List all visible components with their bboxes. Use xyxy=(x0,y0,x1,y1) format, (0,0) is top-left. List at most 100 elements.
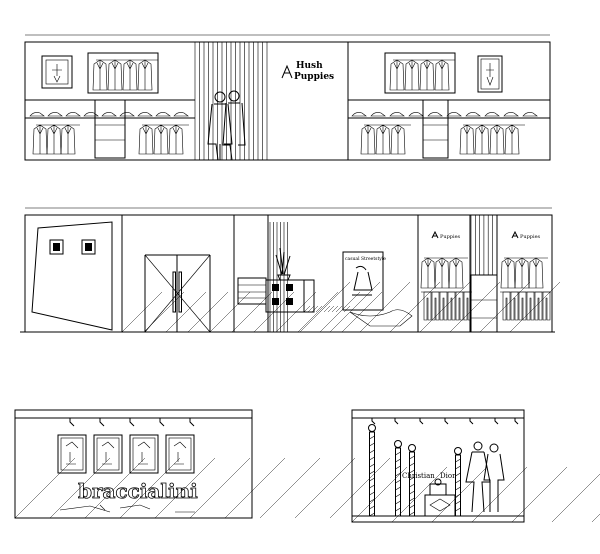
shirt-group xyxy=(420,257,468,289)
glass-hatching xyxy=(299,281,561,333)
shoe xyxy=(522,112,538,117)
artwork-inner xyxy=(132,437,156,471)
hanging-shirt xyxy=(434,59,450,91)
elevation-top: Hush Puppies xyxy=(24,34,551,161)
hatch-line xyxy=(479,281,531,333)
hatch-line xyxy=(303,305,311,313)
hatch-line xyxy=(551,473,600,523)
elevation-middle: casual Streetstyle Puppies Puppies xyxy=(20,207,561,333)
shoe xyxy=(119,112,135,117)
door-diagonals xyxy=(144,254,211,333)
glass-entrance xyxy=(121,214,235,333)
floor-bags xyxy=(59,504,195,513)
hanging-shirt xyxy=(137,59,153,91)
brand-word-christian: Christian xyxy=(402,472,435,480)
pole-cap xyxy=(394,440,402,448)
pole-stripe xyxy=(409,455,415,460)
shoe xyxy=(427,112,443,117)
elevation-bottom-right-frame xyxy=(351,409,525,523)
hatch-line xyxy=(391,466,448,523)
hanging-pants xyxy=(431,291,440,321)
shoe xyxy=(503,112,519,117)
hanging-shirt xyxy=(504,124,520,155)
pole-stripe xyxy=(409,469,415,474)
shirt-group xyxy=(32,124,80,155)
spotlight xyxy=(189,418,195,427)
shoe xyxy=(155,112,171,117)
spotlight xyxy=(514,418,519,425)
hatch-line xyxy=(327,305,335,313)
rock-decor xyxy=(349,309,413,327)
glass-hatching xyxy=(14,457,391,519)
shoe-shelf xyxy=(29,112,189,117)
pole-stripe xyxy=(395,479,401,484)
brand-sign-top: Hush Puppies xyxy=(281,61,334,82)
hanging-shirt xyxy=(389,59,405,91)
shoe xyxy=(351,112,367,117)
hatch-line xyxy=(231,291,273,333)
pole-stripe xyxy=(369,498,375,503)
hanging-shirt xyxy=(419,59,435,91)
door-handle-left[interactable] xyxy=(172,271,176,313)
hanging-pants xyxy=(423,291,432,321)
elevation-bottom-left-frame xyxy=(14,409,253,519)
pole-stripe xyxy=(395,458,401,463)
pole-stripe xyxy=(455,500,461,505)
hatch-line xyxy=(121,291,163,333)
pants-group xyxy=(500,291,551,321)
shoe xyxy=(465,112,481,117)
pole-stripe xyxy=(369,435,375,440)
hatch-line xyxy=(299,281,351,333)
spotlight xyxy=(129,418,135,427)
hatch-line xyxy=(165,291,207,333)
poster-figure xyxy=(352,265,373,296)
hanging-shirt xyxy=(500,257,516,289)
pole xyxy=(395,447,401,517)
pole-stripe xyxy=(455,486,461,491)
artwork-figure xyxy=(137,441,151,465)
artwork-inner xyxy=(96,437,120,471)
pole-stripe xyxy=(395,451,401,456)
artwork-frame xyxy=(129,434,159,474)
pole-stripe xyxy=(455,465,461,470)
pole-stripe xyxy=(369,484,375,489)
door-handle-right[interactable] xyxy=(178,271,182,313)
shirt-group xyxy=(138,124,189,155)
hatch-line xyxy=(323,305,331,313)
pole-stripe xyxy=(395,472,401,477)
shoe xyxy=(173,112,189,117)
artwork-inner xyxy=(168,437,192,471)
pole-stripe xyxy=(369,491,375,496)
hatch-line xyxy=(259,457,321,519)
hatch-line xyxy=(119,457,181,519)
shoe xyxy=(370,112,386,117)
shirt-group xyxy=(500,257,548,289)
brand-text-line2: Puppies xyxy=(294,72,334,82)
hanging-pants xyxy=(502,291,511,321)
pole-stripe xyxy=(455,472,461,477)
shoe xyxy=(65,112,81,117)
poster-title: casual Streetstyle xyxy=(345,256,386,262)
hatch-line xyxy=(307,305,315,313)
hanging-shirt xyxy=(420,257,436,289)
rack-cabinet xyxy=(470,274,498,333)
artwork-figure xyxy=(173,441,187,465)
shoe xyxy=(446,112,462,117)
framed-picture-right xyxy=(477,55,503,93)
pole-stripe xyxy=(409,504,415,509)
shirt-group xyxy=(389,59,455,91)
hanging-shirt xyxy=(46,124,62,155)
hatch-line xyxy=(449,281,501,333)
shirt-rack-upper-left xyxy=(87,52,159,94)
poster-board xyxy=(342,251,384,311)
hanging-shirt xyxy=(92,59,108,91)
hatch-line xyxy=(341,291,383,333)
hatch-line xyxy=(14,457,76,519)
hanging-pants xyxy=(542,291,551,321)
artwork-frame xyxy=(165,434,195,474)
spotlight xyxy=(394,418,399,425)
artwork-frame xyxy=(57,434,87,474)
shoe xyxy=(137,112,153,117)
brand-logo-braccialini: braccialini xyxy=(78,479,198,503)
sign-right-text: Puppies xyxy=(520,234,541,240)
